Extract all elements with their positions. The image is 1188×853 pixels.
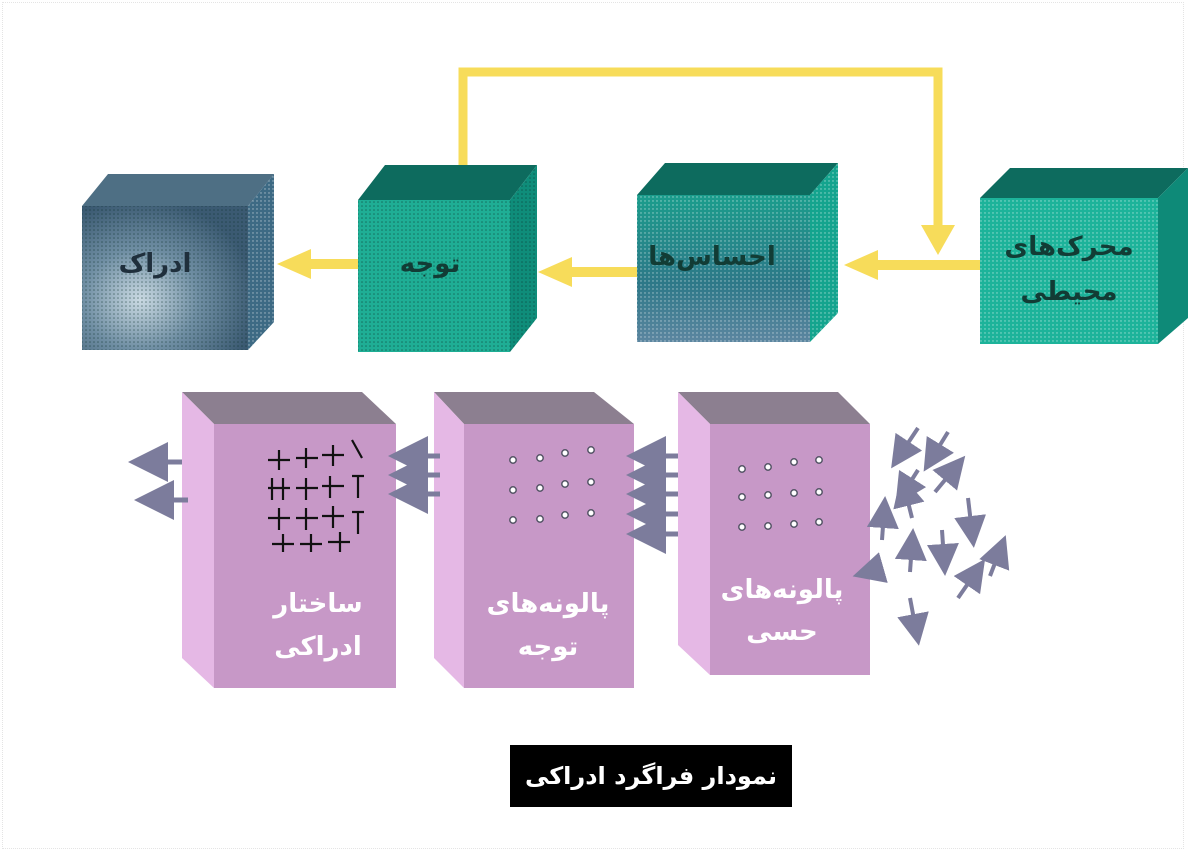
cube-environment-stimuli: محرک‌های محیطی <box>980 168 1188 344</box>
block-label-attention-line1: پالونه‌های <box>487 589 610 619</box>
structure-pattern <box>268 439 364 552</box>
block-label-attention-line2: توجه <box>518 632 579 662</box>
scattered-stimuli-arrows <box>852 426 1010 646</box>
filter-holes-attention <box>509 446 595 524</box>
diagram-caption: نمودار فراگرد ادراکی <box>510 745 792 807</box>
block-label-sensory-line1: پالونه‌های <box>721 575 844 605</box>
cube-label-attention: توجه <box>400 249 461 279</box>
block-perceptual-structure: ساختار ادراکی <box>182 392 396 688</box>
arrow-sensation-to-attention <box>538 257 637 287</box>
block-sensory-filters: پالونه‌های حسی <box>678 392 870 675</box>
arrows-attention-to-structure <box>388 436 440 514</box>
arrows-output <box>128 442 188 520</box>
filter-holes-sensory <box>738 456 823 531</box>
block-label-structure-line2: ادراکی <box>274 632 362 662</box>
cube-label-environment-line2: محیطی <box>1020 277 1117 307</box>
feedback-loop-arrow <box>458 67 955 255</box>
cube-label-environment-line1: محرک‌های <box>1004 232 1133 262</box>
cube-attention: توجه <box>358 165 537 352</box>
block-attention-filters: پالونه‌های توجه <box>434 392 634 688</box>
block-label-structure-line1: ساختار <box>271 589 362 619</box>
arrows-sensory-to-attention <box>626 436 678 554</box>
cube-sensations: احساس‌ها <box>637 163 838 342</box>
arrow-environment-to-sensation <box>844 250 980 280</box>
cube-label-sensations: احساس‌ها <box>648 242 776 272</box>
cube-perception: ادراک <box>82 174 274 350</box>
block-label-sensory-line2: حسی <box>746 617 818 647</box>
cube-label-perception: ادراک <box>119 249 192 279</box>
arrow-attention-to-perception <box>277 249 358 279</box>
